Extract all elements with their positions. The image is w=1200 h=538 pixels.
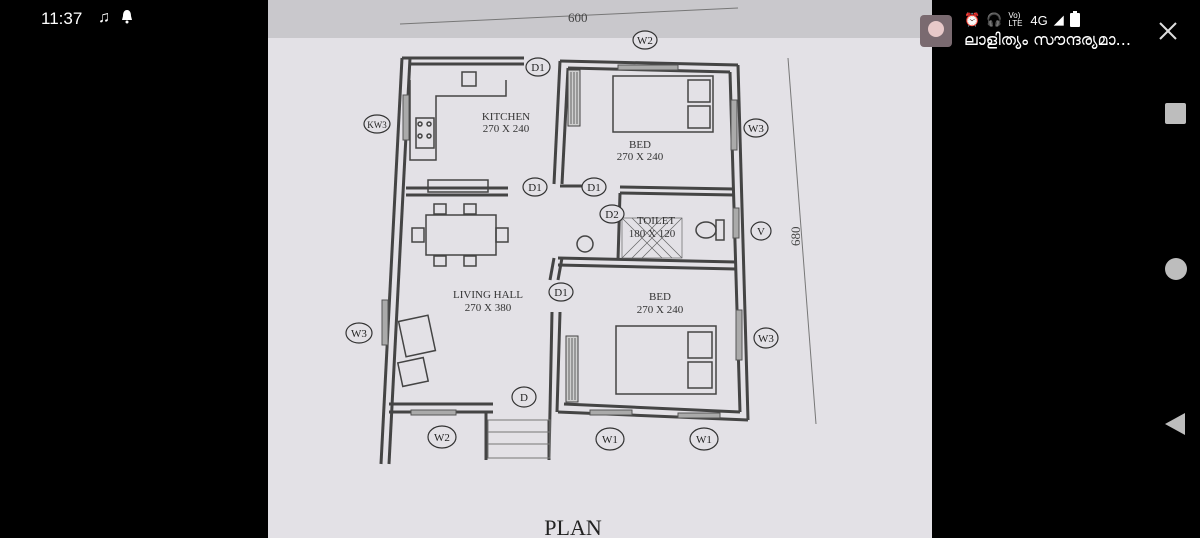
- recent-apps-button[interactable]: [1165, 103, 1186, 124]
- status-time: 11:37: [41, 9, 83, 28]
- floor-plan-drawing: 600 680: [345, 7, 817, 538]
- dim-height-label: 680: [788, 227, 803, 247]
- bed1-name: BED: [629, 139, 651, 151]
- close-button[interactable]: [1156, 19, 1180, 43]
- back-icon: [1165, 413, 1185, 435]
- tag-w3-left: W3: [351, 328, 367, 340]
- tag-d1-kitchen: D1: [528, 182, 541, 194]
- status-left-icons: ♫: [98, 9, 134, 30]
- tag-d1-top: D1: [531, 62, 544, 74]
- living-name: LIVING HALL: [453, 289, 523, 301]
- tag-w3-right-top: W3: [748, 123, 764, 135]
- tag-d1-living: D1: [554, 287, 567, 299]
- bed1-size: 270 X 240: [617, 151, 664, 163]
- tag-kw3: KW3: [367, 120, 387, 130]
- signal-icon: ◢: [1053, 12, 1064, 27]
- kitchen-name: KITCHEN: [482, 111, 530, 123]
- volte-icon: Vo) LTE: [1008, 11, 1023, 28]
- photo-top-shade: [268, 0, 932, 38]
- notification[interactable]: ⏰ 🎧 Vo) LTE 4G ◢ ലാളിത്യം സൗന്ദര്യമാ...: [920, 10, 1131, 52]
- bed2-name: BED: [649, 291, 671, 303]
- tag-w2-bottom: W2: [434, 432, 450, 444]
- bed2-size: 270 X 240: [637, 304, 684, 316]
- music-note-icon: ♫: [98, 9, 110, 26]
- notification-bell-icon: [120, 9, 134, 30]
- headphones-icon: 🎧: [986, 12, 1003, 27]
- home-button[interactable]: [1165, 258, 1187, 280]
- battery-icon: [1069, 10, 1080, 30]
- dim-width-label: 600: [568, 10, 588, 25]
- toilet-name: TOILET: [637, 215, 676, 227]
- plan-caption: PLAN: [544, 515, 602, 538]
- tag-d1-bed: D1: [587, 182, 600, 194]
- avatar: [920, 15, 952, 47]
- tag-w3-right-bottom: W3: [758, 333, 774, 345]
- close-icon: [1159, 22, 1177, 40]
- tag-d2: D2: [605, 209, 618, 221]
- toilet-size: 180 X 120: [629, 228, 676, 240]
- back-button[interactable]: [1164, 412, 1186, 441]
- alarm-icon: ⏰: [964, 12, 981, 27]
- tag-w2-top: W2: [637, 35, 653, 47]
- notification-title: ലാളിത്യം സൗന്ദര്യമാ...: [964, 30, 1131, 49]
- kitchen-size: 270 X 240: [483, 123, 530, 135]
- tag-w1-b: W1: [696, 434, 712, 446]
- living-size: 270 X 380: [465, 302, 512, 314]
- tag-w1-a: W1: [602, 434, 618, 446]
- tag-v: V: [757, 226, 765, 238]
- status-right-icons: ⏰ 🎧 Vo) LTE 4G ◢: [964, 10, 1131, 30]
- floor-plan-photo[interactable]: 600 680: [268, 0, 932, 538]
- tag-d: D: [520, 392, 528, 404]
- network-type-label: 4G: [1030, 12, 1048, 28]
